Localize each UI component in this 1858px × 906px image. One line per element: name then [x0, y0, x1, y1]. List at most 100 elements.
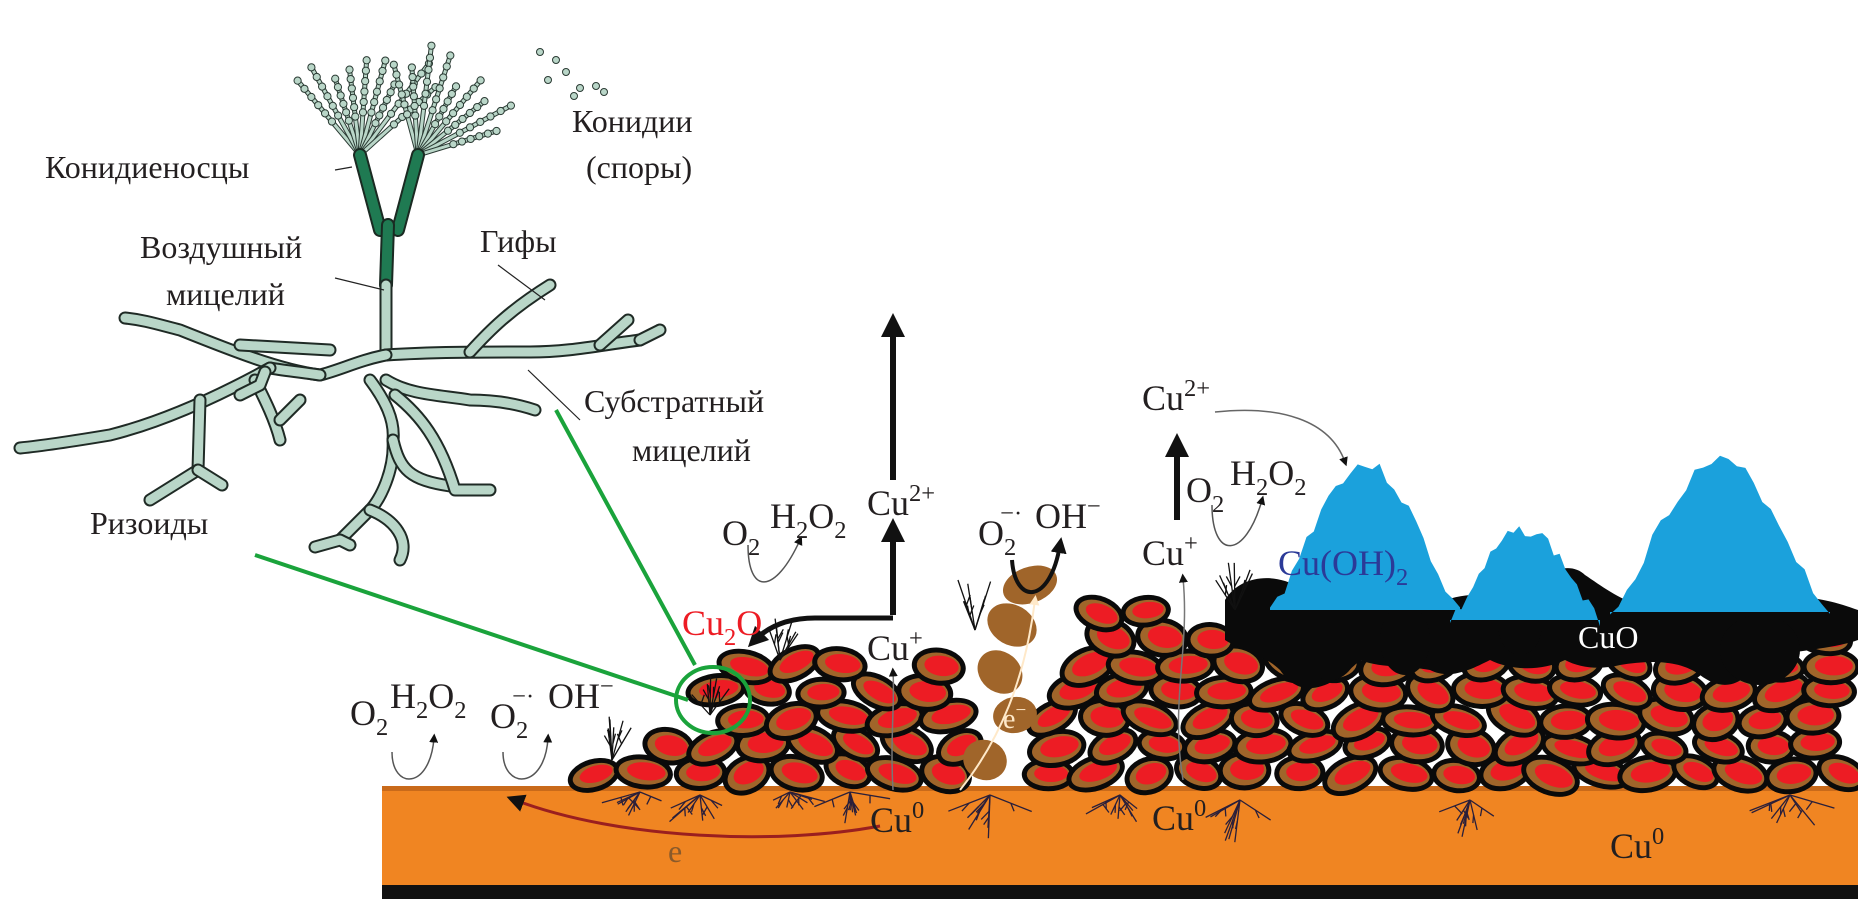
grain-red-core: [1757, 736, 1789, 756]
brown-grain-body: [987, 603, 1037, 647]
grain-red-core: [842, 732, 874, 755]
rhizoid-networks: [601, 791, 1835, 843]
grain-red-core: [1393, 711, 1433, 729]
conidium: [443, 126, 453, 135]
conidium: [370, 98, 379, 107]
conidium: [439, 73, 448, 82]
label-cu0-middle: Cu0: [1152, 795, 1206, 838]
label-o2-middle: O2: [722, 513, 760, 561]
label-cuplus-middle: Cu+: [867, 625, 923, 668]
cu2o-grain: [1124, 755, 1174, 796]
electron-transfer-arrow: [506, 794, 881, 839]
grain-red-core: [798, 732, 834, 757]
conidium: [293, 76, 302, 85]
cu2o-grain: [815, 698, 876, 734]
rhizoid: [1456, 799, 1471, 821]
grain-red-core: [1828, 762, 1858, 784]
conidium: [342, 108, 351, 117]
cuoh2-bush: [1270, 463, 1460, 610]
grain-red-core: [1034, 765, 1068, 783]
zoom-callout: [254, 409, 752, 735]
grain-red-core: [1585, 762, 1625, 782]
cu2o-grain: [1617, 754, 1678, 794]
hypha: [365, 505, 408, 565]
conidium: [300, 84, 309, 93]
hypha-tuft-branch: [616, 733, 623, 745]
grain-red-core: [892, 732, 927, 756]
rhizoid-branch: [690, 803, 695, 812]
copper-metal-layer: [382, 790, 1858, 885]
conidiophores: [353, 148, 425, 292]
grain-red-core: [1814, 656, 1853, 676]
brown-grain: [977, 650, 1023, 694]
conidium: [411, 111, 420, 120]
hypha: [335, 375, 398, 545]
rhizoid-branch: [646, 796, 652, 805]
grain-red-core: [1417, 680, 1449, 705]
rhizoid: [948, 794, 991, 812]
grain-red-core: [1246, 734, 1286, 755]
hypha-tuft-branch: [1225, 576, 1233, 587]
conidium: [417, 69, 426, 78]
rhizoid-branch: [620, 797, 624, 806]
grain-red-core: [730, 656, 769, 677]
cu2o-grain: [1584, 701, 1647, 741]
conidium: [350, 103, 359, 112]
hypha-tuft-branch: [785, 629, 790, 640]
conidium: [307, 63, 316, 72]
rhizoid-branch: [622, 796, 630, 806]
grain-red-core: [1334, 760, 1371, 785]
grain-red-core: [1098, 733, 1131, 756]
label-cu2plus-right: Cu2+: [1142, 375, 1210, 418]
label-superoxide-middle: O2−·: [978, 500, 1022, 561]
conidium: [323, 92, 332, 101]
conidium: [344, 116, 353, 125]
conidium: [476, 117, 485, 126]
conidium: [397, 90, 406, 99]
cu2o-grain: [1274, 754, 1326, 792]
grain-red-core: [1764, 678, 1803, 703]
cu2o-grain: [1380, 704, 1440, 738]
conidia-chain-fill: [417, 129, 497, 157]
conidium: [431, 120, 440, 129]
zoom-line-rhizoids: [254, 553, 689, 702]
conidium: [392, 70, 401, 79]
rhizoid-branch: [843, 800, 851, 810]
hypha: [235, 367, 270, 400]
hypha: [388, 435, 455, 491]
grain-red-core: [1148, 735, 1181, 753]
cu2o-grain: [1699, 674, 1758, 713]
conidium: [312, 72, 321, 82]
grain-red-core: [1534, 763, 1573, 788]
label-substrate-line2: мицелий: [632, 432, 751, 468]
conidia-head: [293, 41, 608, 158]
hypha-tuft-branch: [777, 632, 784, 643]
cu2o-grain: [1547, 673, 1604, 708]
grain-red-core: [1443, 711, 1480, 730]
spore: [570, 92, 578, 100]
conidium: [442, 62, 451, 71]
conidium: [458, 114, 467, 124]
rhizoid-branch: [787, 799, 794, 809]
grain-red-core: [1119, 657, 1158, 677]
hypha-tuft-branch: [969, 596, 973, 607]
cuoh2-bush: [1450, 526, 1600, 627]
hypha-tuft-branch: [1234, 576, 1241, 587]
hypha-tuft-branch: [616, 730, 623, 741]
cu2o-grain: [812, 646, 868, 683]
label-cu0-left: Cu0: [870, 797, 924, 840]
conidium: [409, 82, 418, 91]
cu2o-grain: [567, 757, 621, 793]
rhizoid-branch: [1118, 806, 1126, 816]
grain-red-core: [931, 704, 971, 725]
rhizoid-branch: [852, 803, 856, 812]
conidium: [386, 88, 395, 97]
fungus-labels: Конидиеносцы Конидии (споры) Воздушный м…: [45, 103, 764, 541]
conidia-chain-fill: [416, 79, 482, 156]
label-superoxide-left: O2−·: [490, 683, 534, 744]
conidium: [331, 74, 340, 83]
hypha: [381, 375, 540, 415]
cu2o-grain: [864, 701, 925, 739]
grain-red-core: [579, 764, 613, 784]
grain-red-core: [1240, 709, 1273, 729]
